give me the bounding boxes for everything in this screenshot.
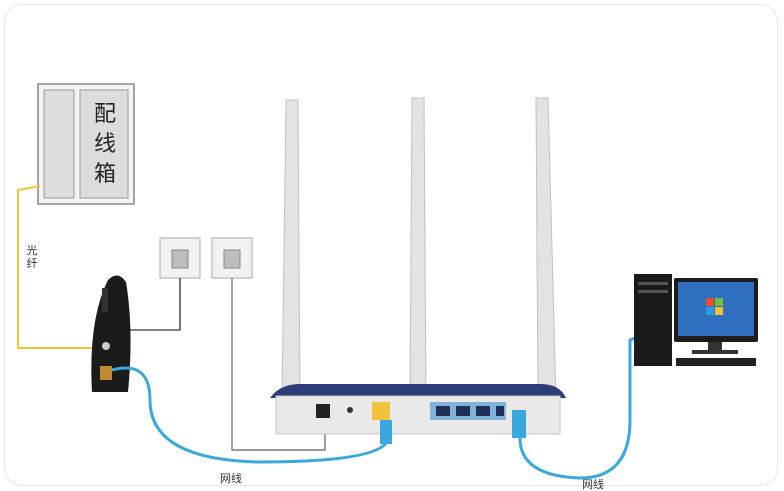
socket-cable-left	[120, 278, 181, 331]
wall-socket-left	[159, 237, 201, 279]
ethernet-cable-left	[111, 366, 390, 464]
cable-label-right: 网线	[582, 478, 604, 491]
router-antennas	[281, 97, 557, 401]
distribution-box	[37, 83, 135, 205]
wall-socket-right	[211, 237, 253, 279]
diagram-frame	[4, 4, 778, 486]
wan-plug	[380, 420, 392, 444]
cable-label-left: 网线	[220, 472, 242, 485]
desktop-computer	[634, 274, 758, 366]
optical-modem	[91, 275, 131, 392]
fiber-cable	[17, 185, 104, 349]
fiber-label: 光纤	[26, 244, 38, 270]
lan-plug	[512, 410, 526, 438]
router	[270, 384, 566, 435]
socket-cable-right	[231, 278, 326, 451]
distribution-box-label: 配线箱	[93, 102, 116, 187]
ethernet-cable-right	[518, 334, 641, 480]
